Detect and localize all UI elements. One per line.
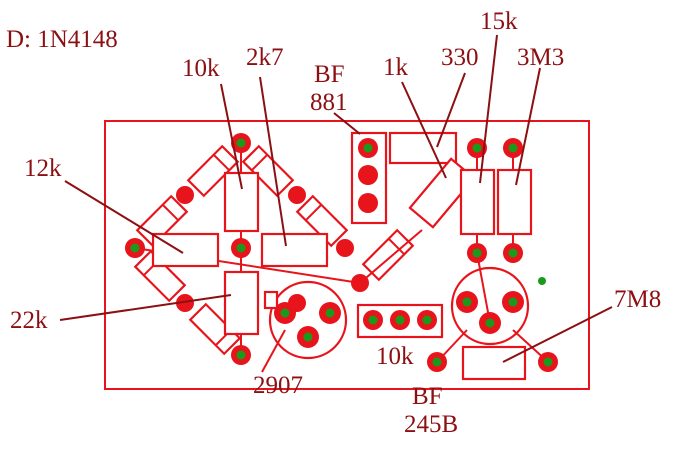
pad-drill-hole [508, 248, 518, 258]
label-bf881-line2: 881 [310, 89, 348, 116]
resistor-3m3-body [496, 168, 533, 236]
pad-drill-hole [236, 138, 246, 148]
label-bf881-line1: BF [314, 61, 345, 88]
label-trimmer-10k: 10k [376, 343, 414, 370]
label-bf245-line1: BF [412, 383, 443, 410]
pad-drill-hole [325, 308, 335, 318]
pad-drill-hole [368, 315, 378, 325]
pad-drill-hole [422, 315, 432, 325]
solder-pad [358, 193, 378, 213]
pad-drill-hole [543, 357, 553, 367]
pad-drill-hole [508, 143, 518, 153]
transistor-bf245b [436, 252, 549, 363]
label-resistor-2k7: 2k7 [246, 44, 284, 71]
resistor-15k-body [459, 168, 496, 236]
pad-drill-hole [462, 297, 472, 307]
solder-pad [176, 294, 194, 312]
pad-drill-hole [472, 248, 482, 258]
label-resistor-7m8: 7M8 [614, 286, 662, 313]
resistor-7m8-body [461, 345, 527, 381]
resistor-2k7-body [260, 232, 329, 268]
resistor-330-body [388, 131, 458, 165]
board-outline [104, 120, 590, 390]
pad-drill-hole [130, 243, 140, 253]
pad-drill-hole [236, 243, 246, 253]
solder-pad [351, 274, 369, 292]
resistor-1k-body [408, 157, 476, 229]
label-resistor-330: 330 [441, 44, 479, 71]
solder-pad [288, 186, 306, 204]
label-transistor-2907: 2907 [253, 372, 303, 399]
pad-drill-hole [485, 318, 495, 328]
label-resistor-22k: 22k [10, 307, 48, 334]
pad-drill-hole [472, 143, 482, 153]
label-resistor-3m3: 3M3 [517, 44, 565, 71]
label-resistor-12k: 12k [24, 155, 62, 182]
label-resistor-10k: 10k [182, 55, 220, 82]
pad-drill-hole [508, 297, 518, 307]
pad-drill-hole [236, 350, 246, 360]
diode-ring [133, 143, 423, 356]
resistor-12k-body [151, 232, 220, 268]
diode-type-label: D: 1N4148 [6, 26, 118, 53]
pad-drill-hole [363, 143, 373, 153]
label-bf245-line2: 245B [404, 411, 459, 438]
solder-pad [538, 277, 546, 285]
solder-pads [125, 133, 558, 372]
resistor-22k-body [223, 270, 260, 336]
solder-pad [336, 239, 354, 257]
pad-drill-hole [395, 315, 405, 325]
label-resistor-1k: 1k [383, 54, 408, 81]
pad-drill-hole [432, 357, 442, 367]
solder-pad [176, 186, 194, 204]
leader-lines [59, 34, 613, 363]
pad-drill-hole [280, 308, 290, 318]
pad-drill-hole [303, 332, 313, 342]
solder-pad [358, 165, 378, 185]
label-resistor-15k: 15k [480, 8, 518, 35]
